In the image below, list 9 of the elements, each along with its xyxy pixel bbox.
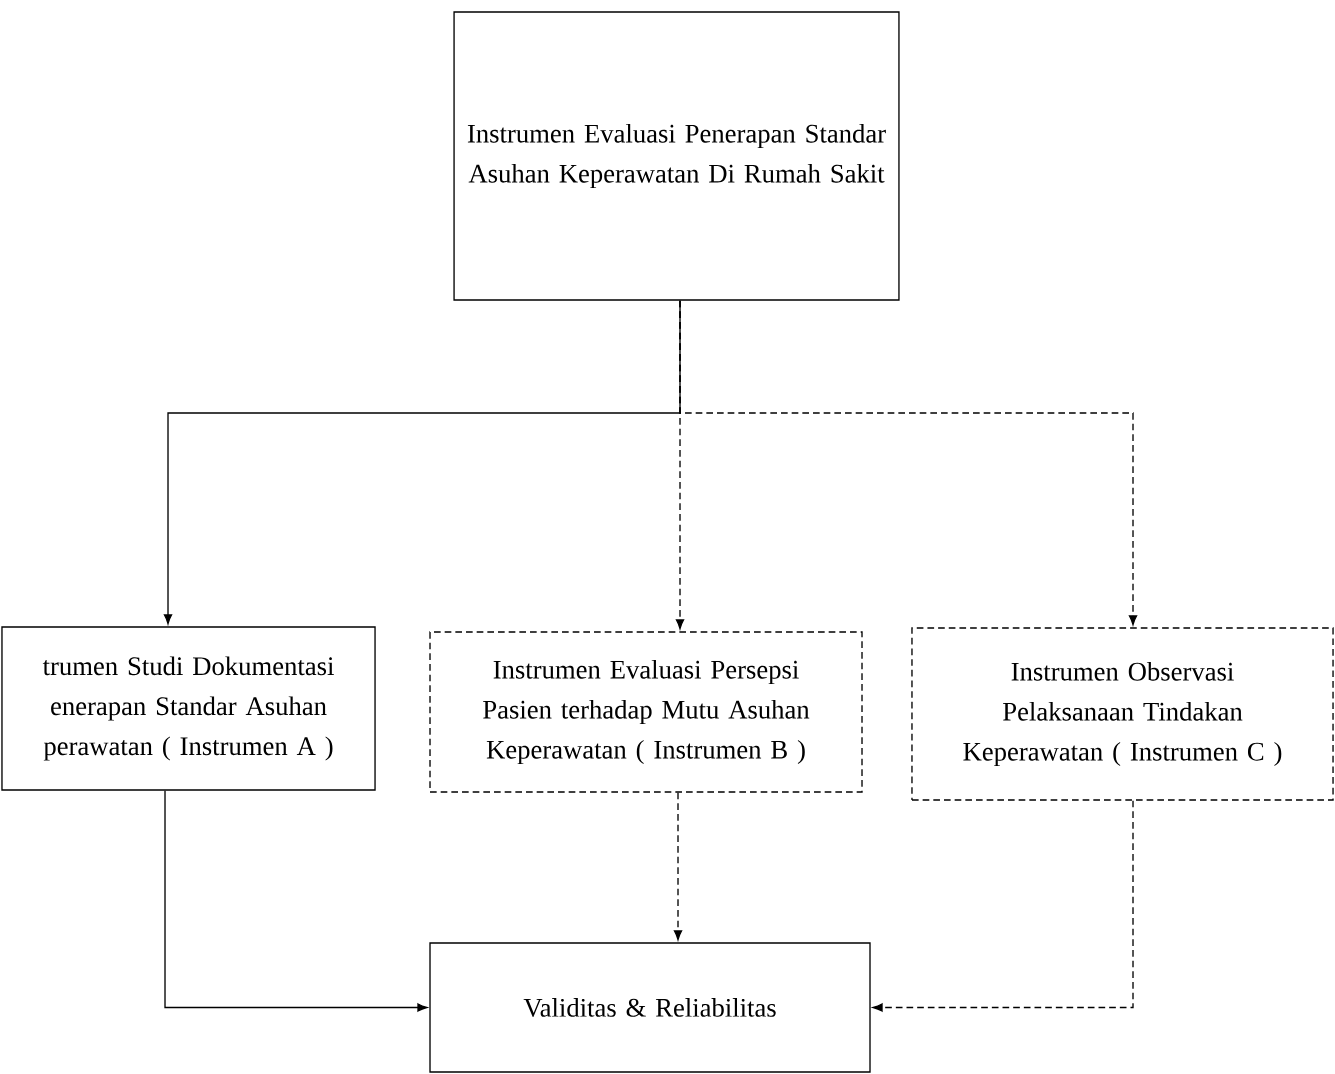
arrow: [872, 800, 1134, 1012]
arrow: [164, 789, 428, 1012]
process-box: trumen Studi Dokumentasi enerapan Standar Asuhan perawatan ( Instrumen A ): [1, 626, 376, 791]
arrow: [673, 792, 683, 941]
arrow: [679, 300, 1138, 626]
process-box: Instrumen Evaluasi Penerapan Standar Asuhan Keperawatan Di Rumah Sakit: [453, 11, 900, 301]
process-box: Validitas & Reliabilitas: [429, 942, 871, 1073]
process-box: Instrumen Observasi Pelaksanaan Tindakan Keperawatan ( Instrumen C ): [911, 627, 1334, 801]
process-box: Instrumen Evaluasi Persepsi Pasien terhadap Mutu Asuhan Keperawatan ( Instrumen B ): [429, 631, 863, 793]
